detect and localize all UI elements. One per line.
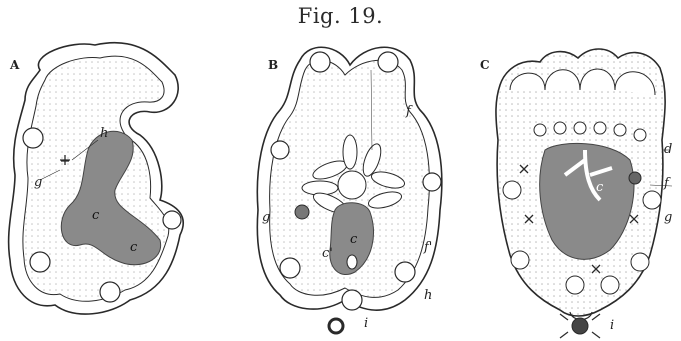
panel-c-label-i: i [610, 318, 614, 333]
panel-b-label-i: i [364, 316, 368, 331]
panel-c-label-c: c [596, 180, 603, 195]
panel-a-label-c: c [92, 208, 99, 223]
panel-label-a: A [10, 58, 19, 72]
panel-label-b: B [268, 58, 278, 72]
panel-b-label-c: c [350, 232, 357, 247]
panel-a-label-h: h [100, 126, 108, 141]
panel-b-drawing [257, 47, 441, 333]
panel-label-c: C [480, 58, 490, 72]
panel-c-label-d: d [664, 142, 672, 157]
panel-c-bud-i [572, 318, 588, 334]
panel-b-label-c-prime: c' [322, 246, 333, 261]
panel-b-label-f-prime: f' [424, 240, 432, 255]
panel-c-label-g: g [664, 210, 672, 225]
panel-b-label-g: g [262, 210, 270, 225]
panel-b-ring-i [329, 319, 343, 333]
panel-c-label-f: f [664, 176, 669, 191]
panel-b-label-f: f [406, 104, 411, 119]
panel-a-label-g: g [34, 175, 42, 190]
panel-a-label-c2: c [130, 240, 137, 255]
panel-b-label-h: h [424, 288, 432, 303]
panel-c-drawing [496, 49, 672, 338]
